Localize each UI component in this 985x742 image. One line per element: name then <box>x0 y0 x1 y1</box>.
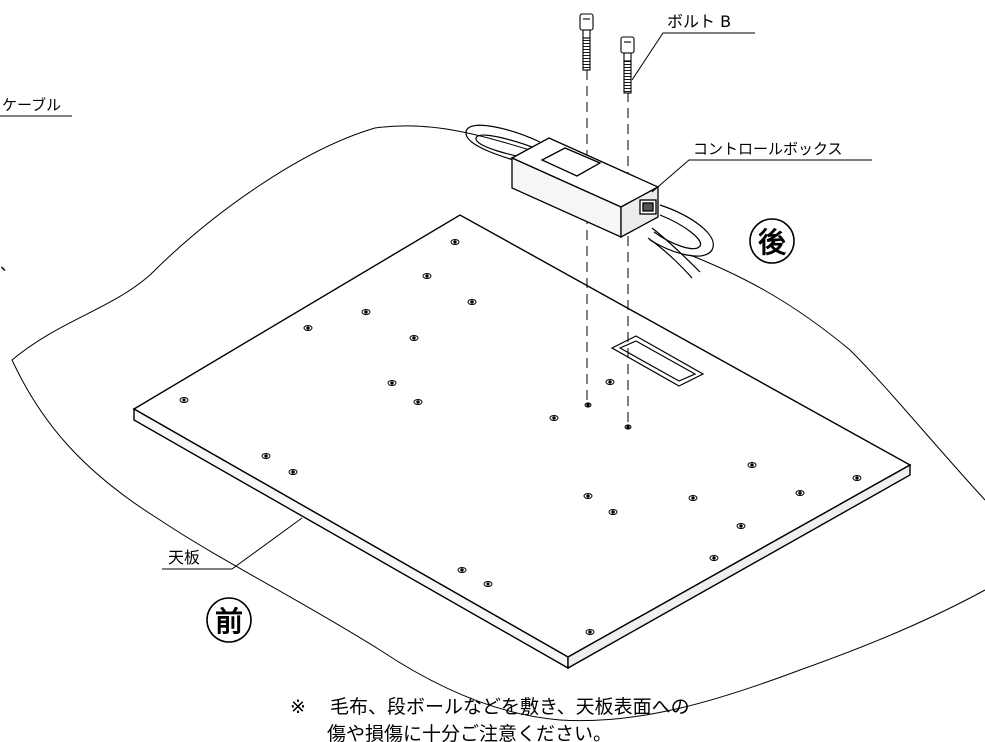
label-control-box: コントロールボックス <box>693 140 843 158</box>
label-bolt-b: ボルト B <box>667 12 731 31</box>
caution-note: ※ 毛布、段ボールなどを敷き、天板表面への 傷や損傷に十分ご注意ください。 <box>290 694 690 742</box>
screw-hole <box>288 469 298 475</box>
screw-hole <box>467 299 477 305</box>
screw-hole <box>409 335 419 341</box>
screw-hole <box>483 581 493 587</box>
board-top-face <box>132 214 912 658</box>
caution-text-2: 傷や損傷に十分ご注意ください。 <box>327 723 613 742</box>
board-screw-holes <box>179 239 862 635</box>
leader-lines <box>0 32 872 570</box>
bolt-left <box>579 13 594 71</box>
front-marker-circle <box>206 597 252 643</box>
control-box-panel <box>540 147 602 177</box>
rear-marker-label: 後 <box>758 226 787 259</box>
screw-hole <box>450 239 460 245</box>
screw-hole <box>624 424 632 430</box>
blanket-outline <box>11 127 985 722</box>
screw-hole <box>413 399 423 405</box>
leader-top-board <box>162 517 303 570</box>
screw-hole <box>852 475 862 481</box>
screw-hole <box>585 629 595 635</box>
screw-hole <box>709 555 719 561</box>
screw-hole <box>387 380 397 386</box>
screw-hole <box>608 509 618 515</box>
screw-hole <box>688 495 698 501</box>
board-right-edge <box>567 463 911 670</box>
screw-hole <box>261 453 271 459</box>
screw-hole <box>179 397 189 403</box>
control-box-cables <box>465 124 714 279</box>
rear-marker-circle <box>749 218 795 264</box>
screw-hole <box>549 415 559 421</box>
screw-hole <box>747 462 757 468</box>
screw-hole <box>605 379 615 385</box>
screw-hole <box>736 523 746 529</box>
screw-hole <box>361 309 371 315</box>
leader-bolt-b <box>631 32 755 81</box>
blanket-outline-rear <box>374 125 985 501</box>
top-board <box>132 214 912 670</box>
label-top-board: 天板 <box>168 548 200 567</box>
label-cable: ケーブル <box>2 96 61 114</box>
caution-text-1: 毛布、段ボールなどを敷き、天板表面への <box>330 696 690 718</box>
label-left-fragment: 、 <box>0 255 16 274</box>
front-marker-label: 前 <box>215 605 243 638</box>
leader-control-box <box>651 159 872 193</box>
caution-line-1: ※ 毛布、段ボールなどを敷き、天板表面への <box>290 694 690 721</box>
bolt-right <box>620 36 635 94</box>
screw-hole <box>457 567 467 573</box>
assembly-guide-lines <box>586 70 629 424</box>
screw-hole <box>422 273 432 279</box>
screw-hole <box>795 490 805 496</box>
control-box <box>510 137 660 239</box>
caution-line-2: 傷や損傷に十分ご注意ください。 <box>290 721 690 742</box>
screw-hole <box>583 493 593 499</box>
caution-mark: ※ <box>290 696 306 718</box>
screw-hole <box>303 325 313 331</box>
screw-hole <box>584 402 592 408</box>
